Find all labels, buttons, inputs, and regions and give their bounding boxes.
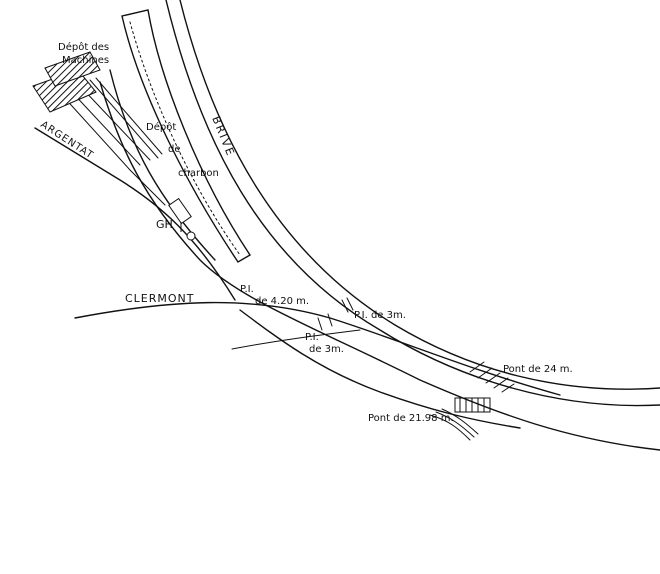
- argentat-line: [34, 127, 236, 301]
- label-pi-420-1: P.I.: [240, 284, 254, 295]
- label-depot-charbon-3: charbon: [178, 168, 219, 179]
- label-gh: GH: [156, 218, 173, 231]
- label-pi-3-center-1: P.I.: [305, 332, 319, 343]
- label-argentat: ARGENTAT: [38, 119, 95, 161]
- clermont-line: [74, 301, 561, 429]
- coal-depot: [121, 9, 251, 263]
- level-crossing-track: [231, 329, 361, 350]
- yard-tracks: [61, 69, 660, 451]
- label-depot-charbon-2: de: [168, 144, 181, 155]
- label-brive: BRIVE: [209, 114, 237, 159]
- bridge-2198m: [429, 397, 491, 441]
- level-crossing-marks: [317, 297, 354, 331]
- brive-main-line: [165, 0, 660, 407]
- label-pont-24: Pont de 24 m.: [503, 364, 573, 375]
- label-pi-3-right: P.I. de 3m.: [354, 310, 406, 321]
- engine-shed: [32, 51, 101, 113]
- label-depot-machines-1: Dépôt des: [58, 41, 109, 53]
- gh-signal-box: [168, 197, 196, 241]
- label-pi-420-2: de 4.20 m.: [255, 296, 309, 307]
- label-clermont: CLERMONT: [125, 292, 195, 305]
- label-pi-3-center-2: de 3m.: [309, 344, 344, 355]
- bridge-24m: [469, 361, 515, 393]
- label-depot-charbon-1: Dépôt: [146, 121, 176, 133]
- label-pont-2198: Pont de 21.98 m.: [368, 413, 454, 424]
- label-depot-machines-2: Machines: [62, 55, 109, 66]
